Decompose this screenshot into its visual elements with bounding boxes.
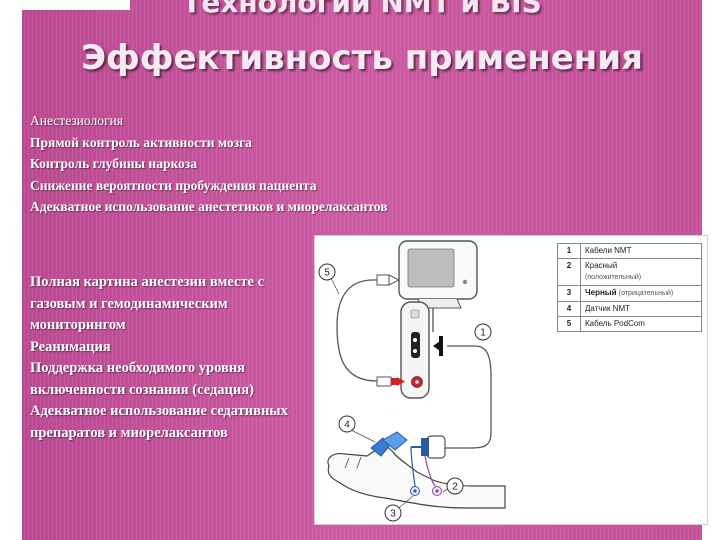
callout-2: 2 bbox=[442, 477, 464, 495]
slide-left-border bbox=[0, 0, 22, 540]
legend-label: Датчик NMT bbox=[580, 301, 702, 317]
callout-label: 4 bbox=[344, 420, 350, 431]
bullet-item: Поддержка необходимого уровня включеннос… bbox=[30, 360, 254, 398]
callout-label: 2 bbox=[452, 482, 458, 493]
legend-label: Кабель PodCom bbox=[580, 316, 702, 332]
nmt-module-icon bbox=[400, 301, 430, 399]
callout-4: 4 bbox=[338, 415, 376, 443]
bullet-item: Контроль глубины наркоза bbox=[30, 156, 197, 171]
legend-row: 3 Черный (отрицательный) bbox=[557, 285, 702, 302]
electrode-icon bbox=[410, 486, 442, 496]
legend-sublabel: (отрицательный) bbox=[618, 290, 674, 297]
bullet-item: Полная картина анестезии вместе с газовы… bbox=[30, 274, 265, 333]
callout-1: 1 bbox=[474, 323, 492, 341]
legend-number: 4 bbox=[557, 301, 581, 317]
nmt-diagram-illustration: 1 2 3 4 5 bbox=[318, 240, 506, 522]
slide-title-line-2: Эффективность применения bbox=[81, 38, 643, 78]
bullet-item: Адекватное использование анестетиков и м… bbox=[30, 199, 388, 214]
legend-label: Кабели NMT bbox=[580, 243, 702, 259]
slide-title-line-1: Технологии NMT и BIS bbox=[182, 0, 542, 19]
legend-row: 1 Кабели NMT bbox=[557, 243, 702, 259]
bullet-item: Адекватное использование седативных преп… bbox=[30, 403, 288, 441]
legend-label: Черный bbox=[585, 288, 617, 297]
diagram-legend: 1 Кабели NMT 2 Красный (положительный) 3… bbox=[557, 243, 702, 332]
monitor-device-icon bbox=[398, 240, 478, 309]
callout-label: 5 bbox=[324, 268, 330, 279]
legend-row: 2 Красный (положительный) bbox=[557, 258, 702, 286]
hand-icon bbox=[327, 446, 506, 509]
callout-label: 3 bbox=[390, 509, 396, 520]
bullet-item: Анестезиология bbox=[30, 113, 123, 128]
legend-row: 4 Датчик NMT bbox=[557, 301, 702, 317]
bullet-item: Прямой контроль активности мозга bbox=[30, 134, 252, 150]
bullet-list-left: Полная картина анестезии вместе с газовы… bbox=[30, 272, 312, 444]
legend-number: 3 bbox=[557, 285, 581, 302]
nmt-sensor-icon bbox=[370, 431, 408, 457]
callout-3: 3 bbox=[384, 495, 414, 522]
legend-row: 5 Кабель PodCom bbox=[557, 316, 702, 332]
bullet-list-top: Анестезиология Прямой контроль активност… bbox=[30, 110, 388, 218]
bullet-item: Реанимация bbox=[30, 338, 111, 355]
nmt-diagram: 1 2 3 4 5 1 Кабели NMT 2 bbox=[314, 235, 708, 525]
legend-label: Красный bbox=[585, 261, 618, 270]
legend-number: 1 bbox=[557, 243, 581, 259]
bullet-item: Снижение вероятности пробуждения пациент… bbox=[30, 177, 317, 193]
legend-sublabel: (положительный) bbox=[585, 274, 642, 281]
slide-top-border bbox=[0, 0, 130, 10]
legend-cell: Красный (положительный) bbox=[580, 258, 702, 286]
callout-5: 5 bbox=[318, 263, 340, 295]
legend-cell: Черный (отрицательный) bbox=[580, 285, 702, 302]
legend-number: 2 bbox=[557, 258, 581, 286]
callout-label: 1 bbox=[480, 328, 486, 339]
legend-number: 5 bbox=[557, 316, 581, 332]
